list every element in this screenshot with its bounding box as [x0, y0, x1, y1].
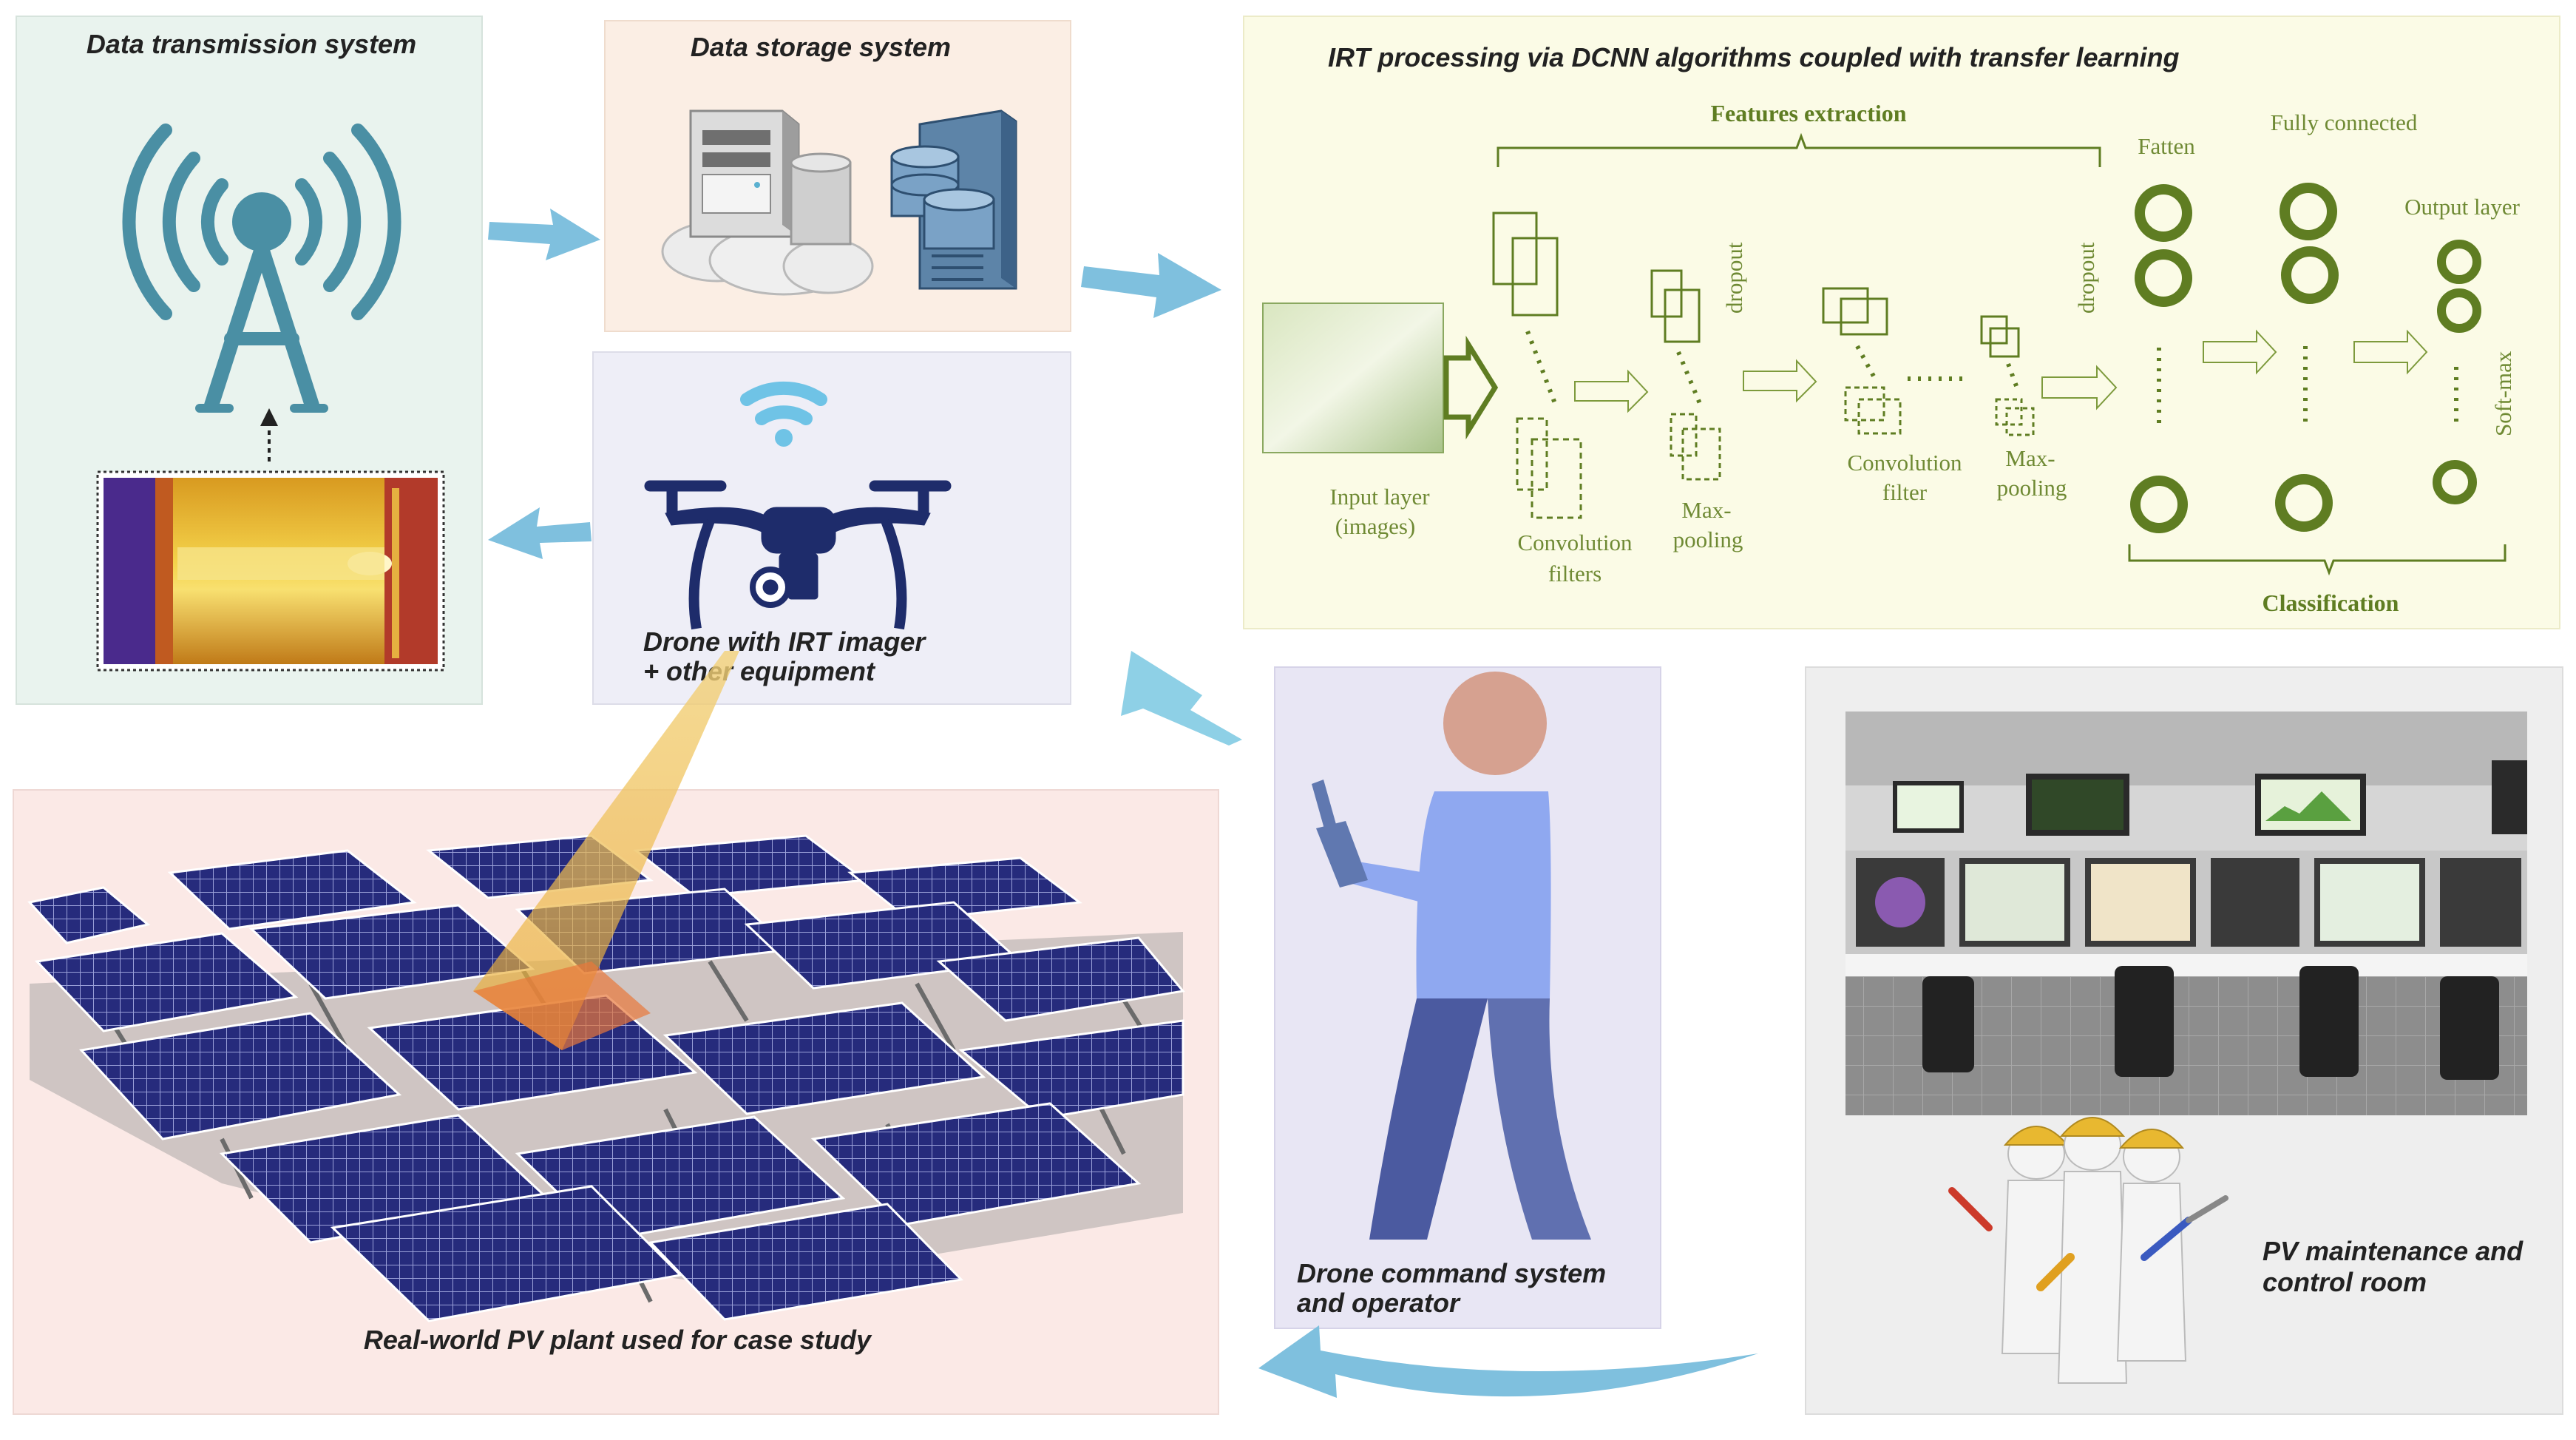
operator-caption-line2: and operator	[1297, 1288, 1461, 1318]
operator-caption-line1: Drone command system	[1297, 1258, 1606, 1288]
maxpool-2-label-2: pooling	[1997, 475, 2067, 501]
scan-footprint	[473, 961, 651, 1050]
flow-arrow-1	[1574, 369, 1649, 413]
drone-caption-line2: + other equipment	[643, 656, 876, 686]
input-layer-label-1: Input layer	[1329, 484, 1430, 510]
arrow-control-to-pv	[1258, 1325, 1758, 1398]
arrow-storage-to-irt	[1081, 253, 1221, 318]
pv-plant-caption: Real-world PV plant used for case study	[364, 1325, 872, 1355]
fully-connected-nodes	[2275, 183, 2339, 532]
maxpool-2-label-1: Max-	[2005, 445, 2055, 471]
conv-filters-1	[1492, 212, 1582, 519]
conv-filters-label-1: Convolution	[1517, 530, 1633, 555]
input-layer-label-2: (images)	[1335, 513, 1415, 539]
output-layer-label: Output layer	[2404, 194, 2520, 220]
conv-filters-label-2: filters	[1548, 561, 1601, 587]
drone-icon	[644, 480, 952, 630]
input-layer-image	[1262, 302, 1444, 453]
storage-title: Data storage system	[691, 32, 951, 62]
dropout-1-label: dropout	[1721, 242, 1747, 314]
thermal-image	[96, 470, 445, 672]
server-cloud-icon	[661, 109, 874, 296]
dropout-2-label: dropout	[2073, 242, 2099, 314]
control-room-caption-line2: control room	[2263, 1267, 2427, 1297]
wifi-icon	[740, 381, 827, 447]
database-icon	[890, 109, 1017, 290]
maxpool-1	[1650, 269, 1721, 481]
antenna-tower-icon	[122, 124, 401, 413]
maxpool-1-label-1: Max-	[1681, 497, 1731, 523]
workers-illustration	[1948, 1117, 2228, 1384]
control-room-photo	[1845, 711, 2527, 1115]
arrow-drone-to-transmission	[488, 507, 592, 559]
conv-filter-2	[1822, 287, 1970, 435]
flatten-nodes	[2130, 184, 2192, 533]
flow-arrow-3	[2041, 365, 2118, 410]
softmax-label: Soft-max	[2490, 351, 2516, 436]
maxpool-2	[1980, 315, 2035, 436]
conv-filter-2-label-2: filter	[1882, 479, 1928, 505]
control-room-caption-line1: PV maintenance and	[2263, 1236, 2524, 1266]
input-arrow-icon	[1443, 335, 1499, 440]
flow-arrow-5	[2353, 329, 2428, 375]
flow-arrow-2	[1743, 359, 1817, 403]
operator-figure	[1312, 672, 1591, 1240]
output-nodes	[2433, 240, 2481, 504]
classification-label: Classification	[2263, 589, 2399, 616]
flow-arrow-4	[2203, 329, 2277, 375]
irt-panel	[1243, 16, 2560, 629]
classification-brace	[2128, 544, 2506, 576]
conv-filter-2-label-1: Convolution	[1847, 450, 1962, 476]
irt-title: IRT processing via DCNN algorithms coupl…	[1328, 42, 2180, 72]
maxpool-1-label-2: pooling	[1673, 527, 1743, 552]
features-extraction-brace	[1497, 132, 2101, 167]
pv-array-illustration	[27, 834, 1185, 1322]
arrow-operator-to-drone	[1121, 651, 1242, 746]
fully-connected-label: Fully connected	[2271, 109, 2418, 135]
arrow-transmission-to-storage	[488, 209, 600, 260]
drone-caption-line1: Drone with IRT imager	[643, 626, 926, 657]
upload-arrow-icon	[260, 408, 278, 462]
scan-beam	[473, 651, 739, 1050]
transmission-title: Data transmission system	[87, 29, 416, 59]
features-extraction-label: Features extraction	[1710, 100, 1906, 126]
flatten-label: Fatten	[2138, 133, 2195, 159]
